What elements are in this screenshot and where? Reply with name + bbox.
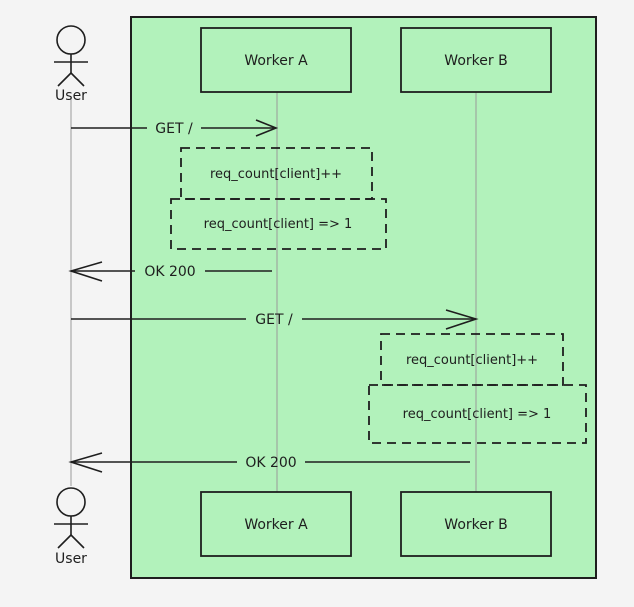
arrow-left-icon — [68, 452, 103, 473]
arrow-left-icon — [68, 261, 103, 282]
message-get-1-label: GET / — [155, 121, 193, 137]
worker-a-top-label: Worker A — [244, 53, 308, 69]
worker-a-bottom-label: Worker A — [244, 517, 308, 533]
worker-b-box-top — [400, 27, 552, 93]
note-a-value — [170, 198, 387, 250]
note-b-increment-label: req_count[client]++ — [406, 353, 538, 368]
note-b-value — [368, 384, 587, 444]
note-b-value-label: req_count[client] => 1 — [403, 407, 552, 422]
worker-group-container — [130, 16, 597, 579]
arrow-right-icon — [445, 309, 479, 330]
message-ok-1-label: OK 200 — [144, 264, 195, 280]
note-b-increment — [380, 333, 564, 386]
user-actor-top-label: User — [55, 88, 87, 104]
message-ok-2: OK 200 — [68, 452, 470, 473]
message-get-1: GET / — [71, 119, 279, 137]
message-get-2: GET / — [71, 309, 479, 330]
worker-a-box-top — [200, 27, 352, 93]
message-ok-2-label: OK 200 — [245, 455, 296, 471]
worker-b-box-bottom — [400, 491, 552, 557]
arrow-right-icon — [255, 119, 279, 137]
worker-b-top-label: Worker B — [444, 53, 507, 69]
worker-b-bottom-label: Worker B — [444, 517, 507, 533]
note-a-increment-label: req_count[client]++ — [210, 167, 342, 182]
user-actor-bottom — [54, 487, 88, 549]
note-a-value-label: req_count[client] => 1 — [204, 217, 353, 232]
message-get-2-label: GET / — [255, 312, 293, 328]
user-actor-bottom-label: User — [55, 551, 87, 567]
message-ok-1: OK 200 — [68, 261, 272, 282]
worker-a-box-bottom — [200, 491, 352, 557]
user-actor-top — [54, 25, 88, 87]
